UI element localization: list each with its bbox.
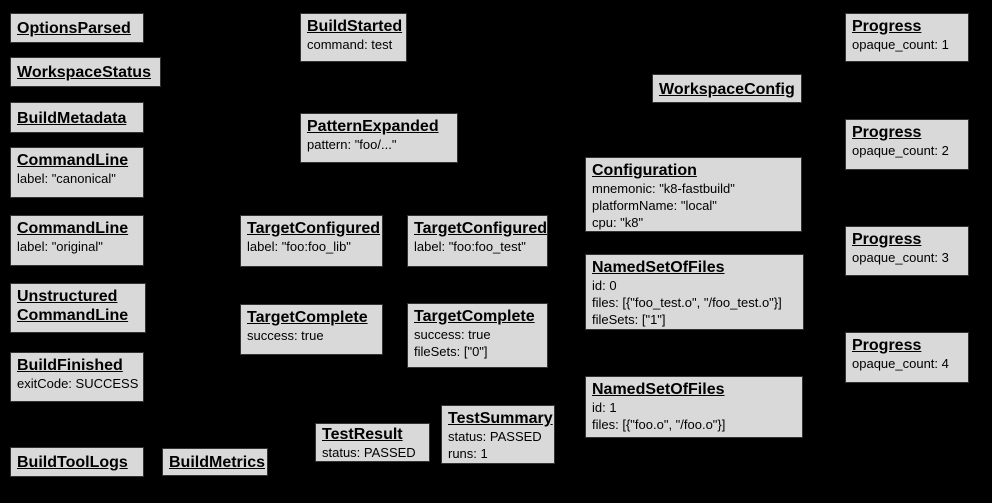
event-title: BuildFinished [17, 357, 123, 374]
event-attribute: label: "foo:foo_lib" [247, 239, 351, 254]
event-title: CommandLine [17, 220, 129, 237]
event-title: NamedSetOfFiles [592, 381, 725, 398]
event-attribute: opaque_count: 2 [852, 143, 949, 158]
event-title: Configuration [592, 162, 697, 179]
event-box-named-set-of-files-1: NamedSetOfFiles id: 1 files: [{"foo.o", … [585, 376, 803, 438]
event-title: Progress [852, 124, 922, 141]
event-title: CommandLine [17, 152, 129, 169]
event-title-line2: CommandLine [17, 307, 129, 324]
event-attribute: runs: 1 [448, 446, 488, 461]
event-box-progress-3: Progress opaque_count: 3 [845, 226, 969, 276]
event-title: TargetConfigured [247, 220, 381, 237]
event-attribute: platformName: "local" [592, 198, 717, 213]
event-box-target-complete-lib: TargetComplete success: true [240, 304, 383, 355]
event-attribute: opaque_count: 3 [852, 250, 949, 265]
event-box-build-finished: BuildFinished exitCode: SUCCESS [10, 352, 144, 402]
event-title: OptionsParsed [17, 20, 131, 37]
event-box-build-metadata: BuildMetadata [10, 102, 144, 133]
event-box-target-complete-test: TargetComplete success: true fileSets: [… [407, 303, 548, 368]
event-attribute: id: 1 [592, 400, 617, 415]
event-attribute: id: 0 [592, 278, 617, 293]
event-box-build-metrics: BuildMetrics [162, 448, 268, 476]
event-attribute: pattern: "foo/..." [307, 137, 397, 152]
event-title: TargetComplete [414, 308, 535, 325]
event-box-workspace-config: WorkspaceConfig [652, 74, 802, 103]
event-box-progress-4: Progress opaque_count: 4 [845, 332, 969, 383]
event-title: BuildStarted [307, 18, 403, 35]
event-attribute: files: [{"foo.o", "/foo.o"}] [592, 417, 726, 432]
event-attribute: fileSets: ["0"] [414, 344, 488, 359]
event-box-pattern-expanded: PatternExpanded pattern: "foo/..." [300, 113, 458, 163]
event-box-build-started: BuildStarted command: test [300, 13, 407, 62]
event-attribute: label: "original" [17, 239, 103, 254]
event-attribute: exitCode: SUCCESS [17, 376, 139, 391]
event-attribute: success: true [414, 327, 491, 342]
event-box-options-parsed: OptionsParsed [10, 13, 144, 43]
event-title: Progress [852, 18, 922, 35]
event-attribute: success: true [247, 328, 324, 343]
event-box-target-configured-lib: TargetConfigured label: "foo:foo_lib" [240, 215, 383, 267]
event-box-workspace-status: WorkspaceStatus [10, 57, 161, 87]
event-title: TargetComplete [247, 309, 368, 326]
event-title: WorkspaceStatus [17, 64, 151, 81]
event-box-progress-1: Progress opaque_count: 1 [845, 13, 969, 62]
event-attribute: files: [{"foo_test.o", "/foo_test.o"}] [592, 295, 782, 310]
event-attribute: status: PASSED [448, 429, 542, 444]
event-attribute: cpu: "k8" [592, 215, 644, 230]
event-title: TestResult [322, 426, 403, 443]
event-attribute: label: "foo:foo_test" [414, 239, 526, 254]
event-box-configuration: Configuration mnemonic: "k8-fastbuild" p… [585, 157, 802, 232]
event-attribute: label: "canonical" [17, 171, 116, 186]
event-attribute: fileSets: ["1"] [592, 312, 666, 327]
event-box-target-configured-test: TargetConfigured label: "foo:foo_test" [407, 215, 548, 267]
event-box-test-summary: TestSummary status: PASSED runs: 1 [441, 405, 555, 464]
event-attribute: command: test [307, 37, 393, 52]
event-title: TargetConfigured [414, 220, 548, 237]
event-title: TestSummary [448, 410, 553, 427]
event-box-unstructured-command-line: Unstructured CommandLine [10, 283, 146, 333]
event-attribute: status: PASSED [322, 445, 416, 460]
event-box-build-tool-logs: BuildToolLogs [10, 447, 144, 477]
event-title: Progress [852, 231, 922, 248]
event-title: Progress [852, 337, 922, 354]
event-box-progress-2: Progress opaque_count: 2 [845, 119, 969, 170]
event-title: NamedSetOfFiles [592, 259, 725, 276]
event-attribute: mnemonic: "k8-fastbuild" [592, 181, 735, 196]
event-attribute: opaque_count: 1 [852, 37, 949, 52]
event-attribute: opaque_count: 4 [852, 356, 949, 371]
event-title: BuildToolLogs [17, 454, 128, 471]
event-title: WorkspaceConfig [659, 80, 795, 98]
event-title: PatternExpanded [307, 118, 439, 135]
event-title: Unstructured [17, 288, 118, 305]
event-box-command-line-canonical: CommandLine label: "canonical" [10, 147, 144, 198]
event-box-command-line-original: CommandLine label: "original" [10, 215, 144, 266]
event-title: BuildMetadata [17, 109, 127, 127]
event-title: BuildMetrics [169, 454, 266, 471]
event-box-test-result: TestResult status: PASSED [315, 423, 430, 462]
event-box-named-set-of-files-0: NamedSetOfFiles id: 0 files: [{"foo_test… [585, 254, 804, 330]
